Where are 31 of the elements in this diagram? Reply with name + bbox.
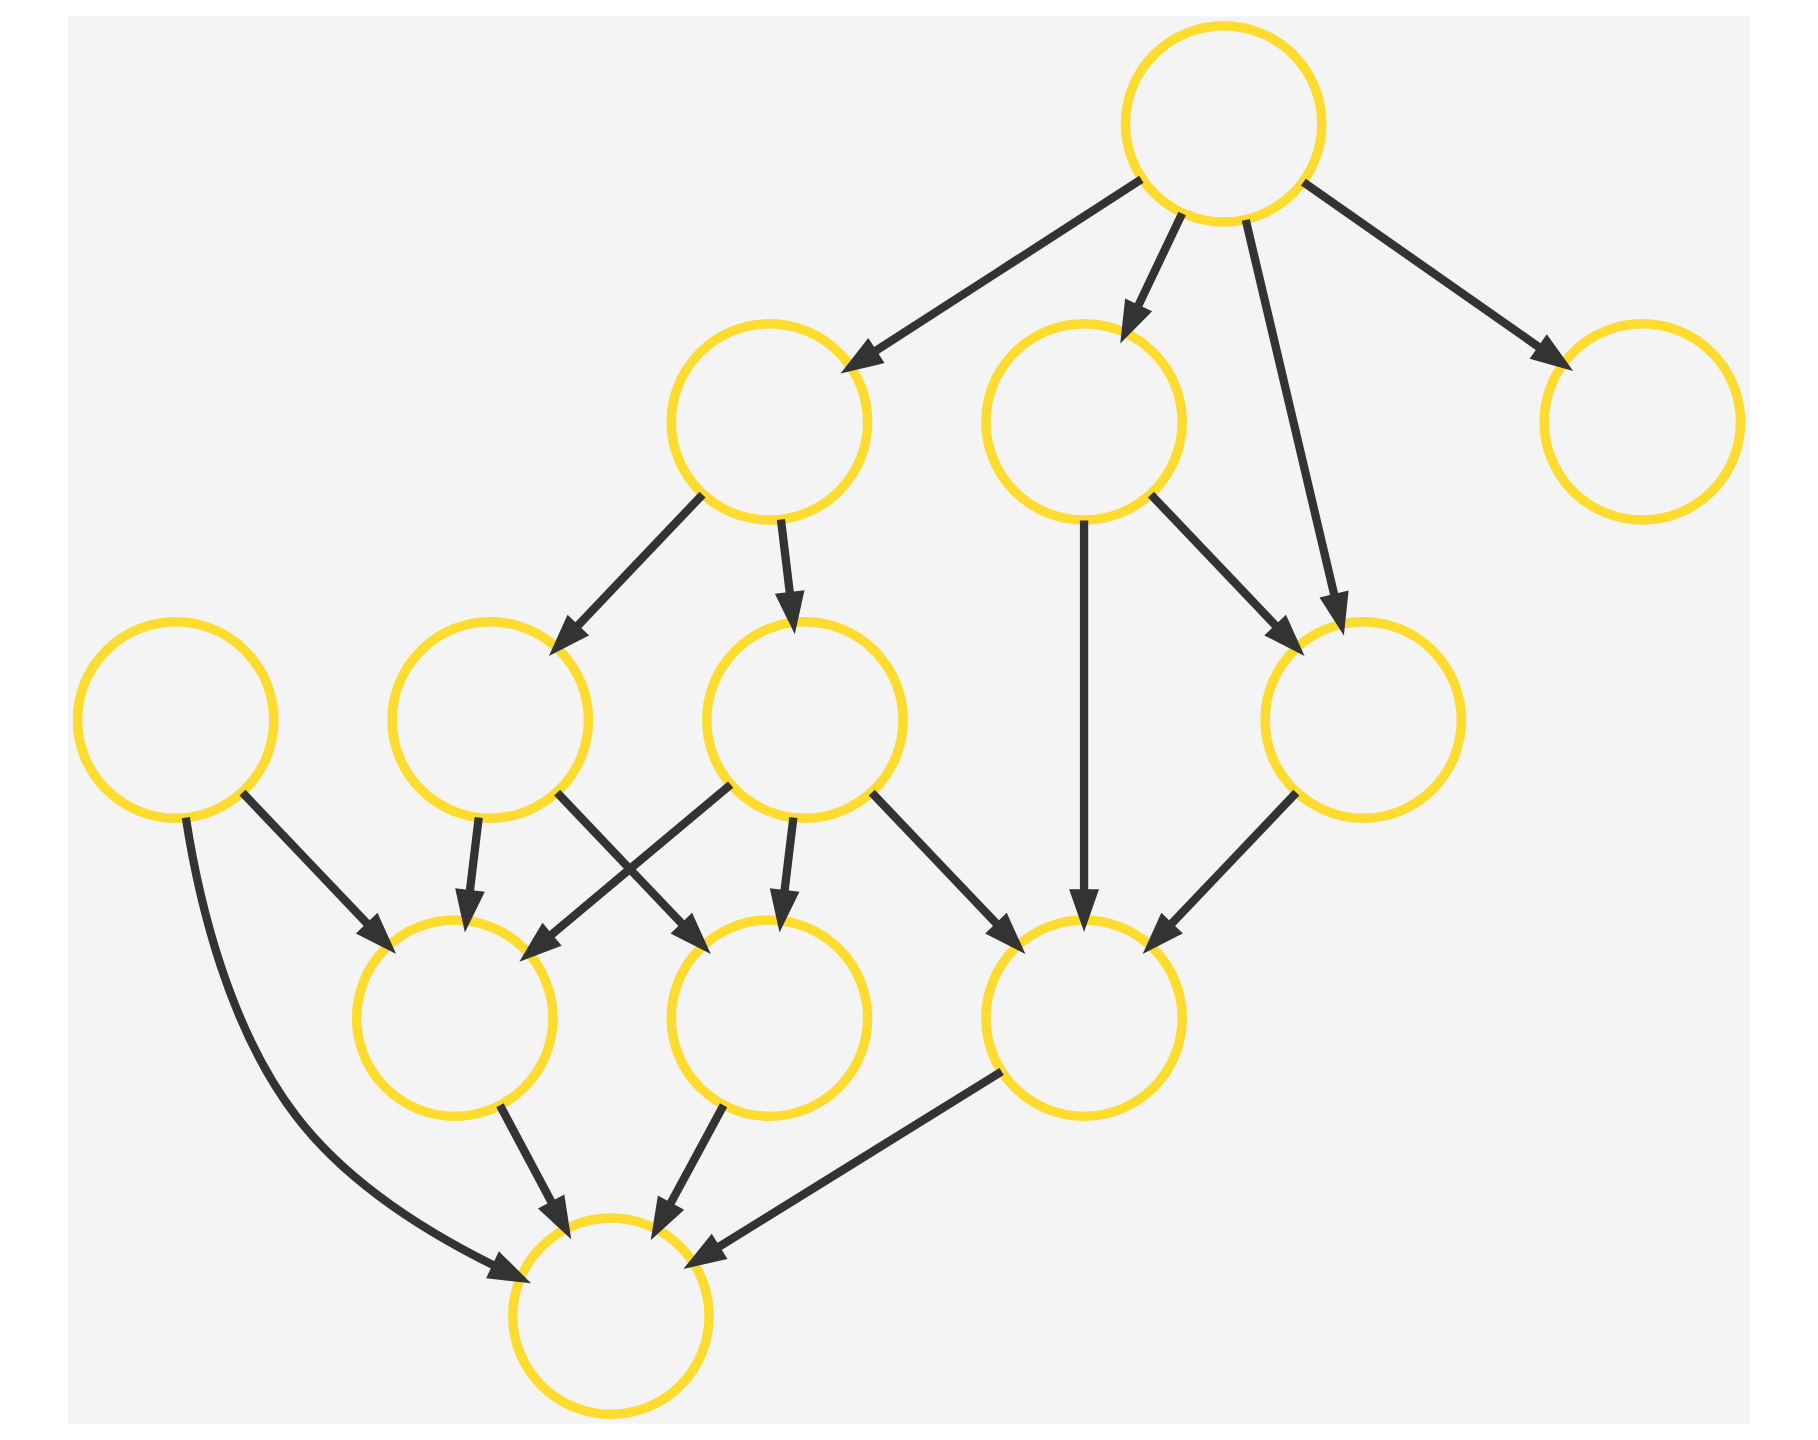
node-circle	[387, 617, 594, 823]
arrow	[455, 817, 485, 933]
arrow	[840, 175, 1144, 374]
node-circle	[666, 319, 873, 525]
arrow	[1241, 218, 1349, 636]
node-circle	[508, 1213, 714, 1420]
node-circle	[1120, 20, 1327, 227]
node-circle	[351, 915, 558, 1121]
arrow	[683, 1068, 1004, 1269]
arrow	[239, 789, 397, 955]
arrow	[650, 1103, 728, 1241]
arrow	[548, 491, 706, 656]
arrow	[1142, 789, 1300, 955]
arrow	[1120, 211, 1186, 344]
arrow	[519, 781, 734, 962]
node-circle	[1260, 617, 1467, 823]
node-circle	[981, 319, 1187, 525]
node-circle	[702, 617, 908, 823]
arrow	[1147, 491, 1305, 656]
arrow	[769, 817, 800, 933]
arrow	[496, 1103, 572, 1240]
arrow	[554, 789, 711, 955]
arrow	[181, 817, 532, 1284]
node-circle	[666, 915, 873, 1121]
arrow	[1301, 178, 1574, 372]
node-circle	[72, 617, 279, 823]
arrow	[774, 519, 805, 635]
arrow	[1069, 520, 1099, 932]
node-circle	[981, 915, 1187, 1121]
node-circle	[1539, 319, 1746, 525]
arrow	[868, 789, 1026, 955]
